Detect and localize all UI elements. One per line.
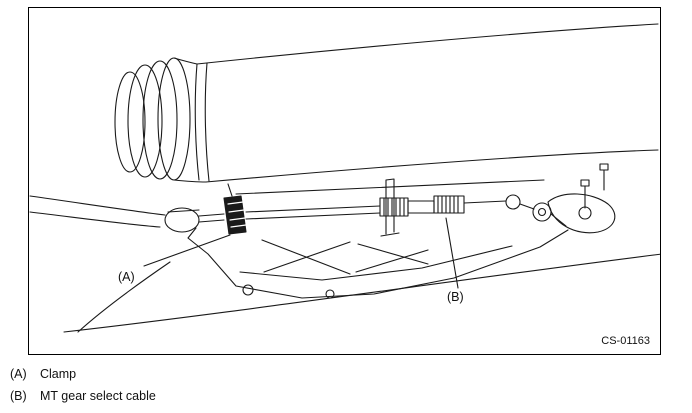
mt-gear-select-cable-diagram: (A) (B) CS-01163 xyxy=(29,23,660,347)
figure-legend: (A) Clamp (B) MT gear select cable xyxy=(10,363,156,407)
callout-b-label: (B) xyxy=(447,290,464,304)
legend-item-clamp: (A) Clamp xyxy=(10,363,156,385)
legend-label-a: Clamp xyxy=(40,367,77,381)
duct-bellows xyxy=(114,57,191,181)
callout-a-label: (A) xyxy=(118,270,135,284)
chassis-lines xyxy=(63,253,660,333)
gear-select-cable xyxy=(245,194,567,227)
air-duct xyxy=(173,23,659,183)
legend-label-b: MT gear select cable xyxy=(40,389,156,403)
leader-line-a xyxy=(143,234,231,267)
bracket-frame xyxy=(187,178,569,299)
figure-frame: (A) (B) CS-01163 xyxy=(28,7,661,355)
figure-code: CS-01163 xyxy=(601,335,650,347)
legend-item-gear-select-cable: (B) MT gear select cable xyxy=(10,385,156,407)
engine-mount xyxy=(547,163,616,234)
clamp-part xyxy=(223,183,247,235)
legend-key-a: (A) xyxy=(10,367,27,381)
left-cables xyxy=(29,195,225,233)
leader-line-b xyxy=(445,217,459,289)
legend-key-b: (B) xyxy=(10,389,27,403)
